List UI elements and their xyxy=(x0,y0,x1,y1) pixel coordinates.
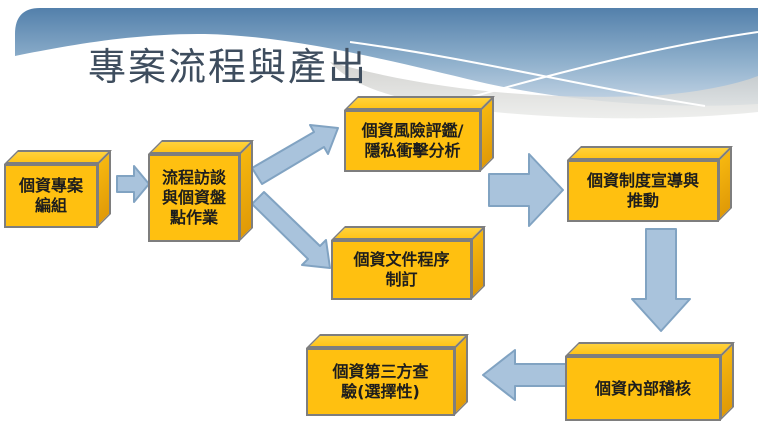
arrow-risk-to-policy xyxy=(488,153,564,227)
arrow-team-to-interview xyxy=(116,165,150,203)
box-label: 個資風險評鑑/ 隱私衝擊分析 xyxy=(361,121,464,160)
box-side-face xyxy=(454,334,468,416)
box-front-face: 個資文件程序 制訂 xyxy=(331,240,472,300)
box-side-face xyxy=(720,342,734,421)
box-label: 個資制度宣導與 推動 xyxy=(586,171,699,210)
box-label: 個資第三方查 驗(選擇性) xyxy=(332,362,429,401)
box-top-face xyxy=(306,334,469,348)
flow-box-document-procedure: 個資文件程序 制訂 xyxy=(331,226,486,300)
flow-box-third-party-audit: 個資第三方查 驗(選擇性) xyxy=(306,334,469,416)
box-front-face: 個資內部稽核 xyxy=(565,356,721,421)
box-label: 個資專案 編組 xyxy=(18,176,83,215)
box-label: 個資內部稽核 xyxy=(594,378,691,398)
box-top-face xyxy=(148,140,254,154)
box-front-face: 個資專案 編組 xyxy=(4,164,98,228)
banner-accent-line-up xyxy=(467,31,758,99)
flow-box-risk-assessment: 個資風險評鑑/ 隱私衝擊分析 xyxy=(344,96,495,172)
slide-title: 專案流程與產出 xyxy=(88,45,369,89)
box-top-face xyxy=(331,226,486,240)
box-side-face xyxy=(239,140,253,242)
flow-box-process-interview: 流程訪談 與個資盤 點作業 xyxy=(148,140,254,242)
box-side-face xyxy=(97,150,111,228)
arrow-audit-to-thirdparty xyxy=(482,349,568,401)
box-side-face xyxy=(480,96,494,172)
box-front-face: 個資制度宣導與 推動 xyxy=(567,160,719,222)
box-front-face: 個資第三方查 驗(選擇性) xyxy=(306,348,455,416)
arrow-interview-to-risk xyxy=(251,124,339,185)
box-side-face xyxy=(471,226,485,300)
box-front-face: 個資風險評鑑/ 隱私衝擊分析 xyxy=(344,110,481,172)
box-top-face xyxy=(344,96,495,110)
banner-accent-line-down xyxy=(349,41,706,107)
arrow-interview-to-document xyxy=(251,191,331,269)
box-top-face xyxy=(4,150,112,164)
box-top-face xyxy=(567,146,733,160)
arrow-policy-to-audit xyxy=(631,228,691,332)
flow-box-internal-audit: 個資內部稽核 xyxy=(565,342,735,421)
box-label: 流程訪談 與個資盤 點作業 xyxy=(161,168,226,227)
box-front-face: 流程訪談 與個資盤 點作業 xyxy=(148,154,240,242)
flow-box-policy-promotion: 個資制度宣導與 推動 xyxy=(567,146,733,222)
box-side-face xyxy=(718,146,732,222)
box-label: 個資文件程序 制訂 xyxy=(353,250,450,289)
flow-box-project-team: 個資專案 編組 xyxy=(4,150,112,228)
box-top-face xyxy=(565,342,735,356)
